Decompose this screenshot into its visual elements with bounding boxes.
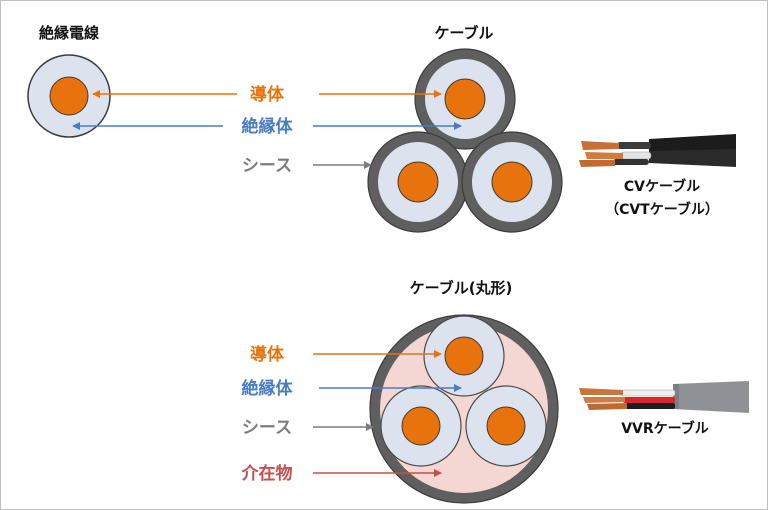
label-sheath-bottom: シース (242, 418, 292, 438)
cv-cable-photo (579, 134, 736, 167)
label-insulator-top: 絶縁体 (242, 116, 294, 137)
cv-copper-2 (585, 152, 623, 159)
cv-copper-1 (581, 141, 619, 150)
vvr-copper-1 (579, 388, 623, 395)
cv-core-black (617, 142, 651, 149)
vvr-core-red (623, 397, 675, 403)
core-conductor (444, 78, 486, 120)
core-conductor (491, 161, 533, 203)
round-core-left (380, 385, 462, 467)
caption-vvr: VVRケーブル (621, 420, 709, 437)
round-cable-title: ケーブル(丸形) (410, 279, 513, 297)
cable-title: ケーブル (434, 24, 493, 42)
cv-copper-3 (579, 160, 615, 167)
vvr-cable-photo (579, 381, 749, 413)
cv-outer-jacket-upper (649, 134, 736, 153)
label-sheath-top: シース (242, 156, 292, 176)
cv-core-black-2 (613, 159, 649, 165)
cable-core-right (461, 131, 563, 233)
vvr-copper-3 (587, 403, 627, 410)
round-core-top (423, 315, 505, 397)
caption-cvt: （CVTケーブル） (605, 201, 719, 218)
label-conductor-bottom: 導体 (250, 344, 285, 365)
label-filler: 介在物 (241, 463, 293, 484)
insulated-wire-cross-section (27, 54, 111, 138)
vvr-jacket-edge (673, 384, 679, 409)
label-conductor-top: 導体 (250, 84, 285, 105)
cv-core-white (620, 151, 652, 160)
vvr-copper-2 (583, 397, 625, 403)
wire-title: 絶縁電線 (39, 24, 99, 42)
core-conductor (397, 161, 439, 203)
vvr-outer-jacket (673, 381, 749, 413)
triplex-cable-cross-section (367, 48, 563, 233)
label-insulator-bottom: 絶縁体 (242, 378, 294, 399)
round-core-right (465, 385, 547, 467)
core-conductor (444, 336, 484, 376)
core-conductor (486, 406, 526, 446)
cable-core-left (367, 131, 469, 233)
vvr-core-black (625, 403, 675, 409)
caption-cv: CVケーブル (624, 178, 700, 195)
wire-conductor (49, 76, 89, 116)
core-conductor (401, 406, 441, 446)
cv-outer-jacket-lower (649, 149, 736, 167)
vvr-core-white (620, 389, 676, 397)
cable-core-top (414, 48, 516, 150)
round-cable-cross-section (369, 314, 559, 504)
